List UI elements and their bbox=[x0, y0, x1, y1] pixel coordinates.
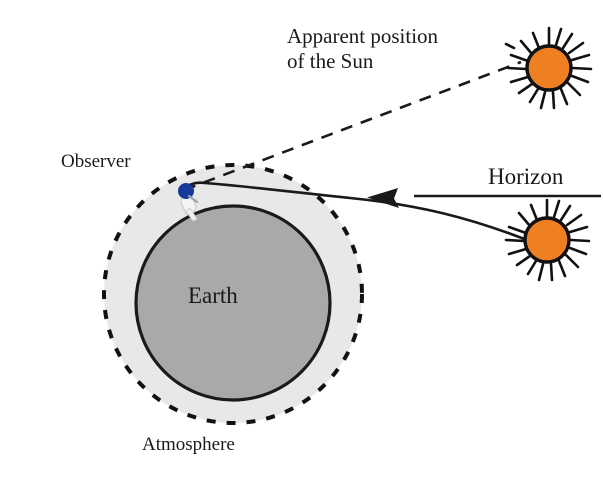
true-sun-rays bbox=[504, 198, 591, 282]
ray-arrowhead bbox=[367, 188, 399, 208]
apparent-sun bbox=[504, 26, 593, 110]
observer-arm bbox=[187, 194, 199, 204]
observer-figure bbox=[178, 183, 199, 222]
apparent-ray-dashed bbox=[183, 60, 522, 192]
label-observer: Observer bbox=[61, 151, 131, 172]
true-sun-disc bbox=[523, 216, 571, 264]
true-sun bbox=[504, 198, 591, 282]
refracted-ray-solid bbox=[183, 181, 529, 242]
label-horizon: Horizon bbox=[488, 164, 564, 189]
earth-circle bbox=[134, 204, 332, 402]
observer-head bbox=[178, 183, 194, 199]
label-apparent-line2: of the Sun bbox=[287, 48, 374, 73]
label-atmosphere: Atmosphere bbox=[142, 434, 235, 455]
apparent-sun-disc bbox=[525, 44, 573, 92]
apparent-sun-rays bbox=[504, 26, 593, 110]
label-apparent-line1: Apparent position bbox=[287, 24, 439, 48]
observer-leg bbox=[185, 207, 198, 222]
label-earth: Earth bbox=[188, 283, 238, 308]
